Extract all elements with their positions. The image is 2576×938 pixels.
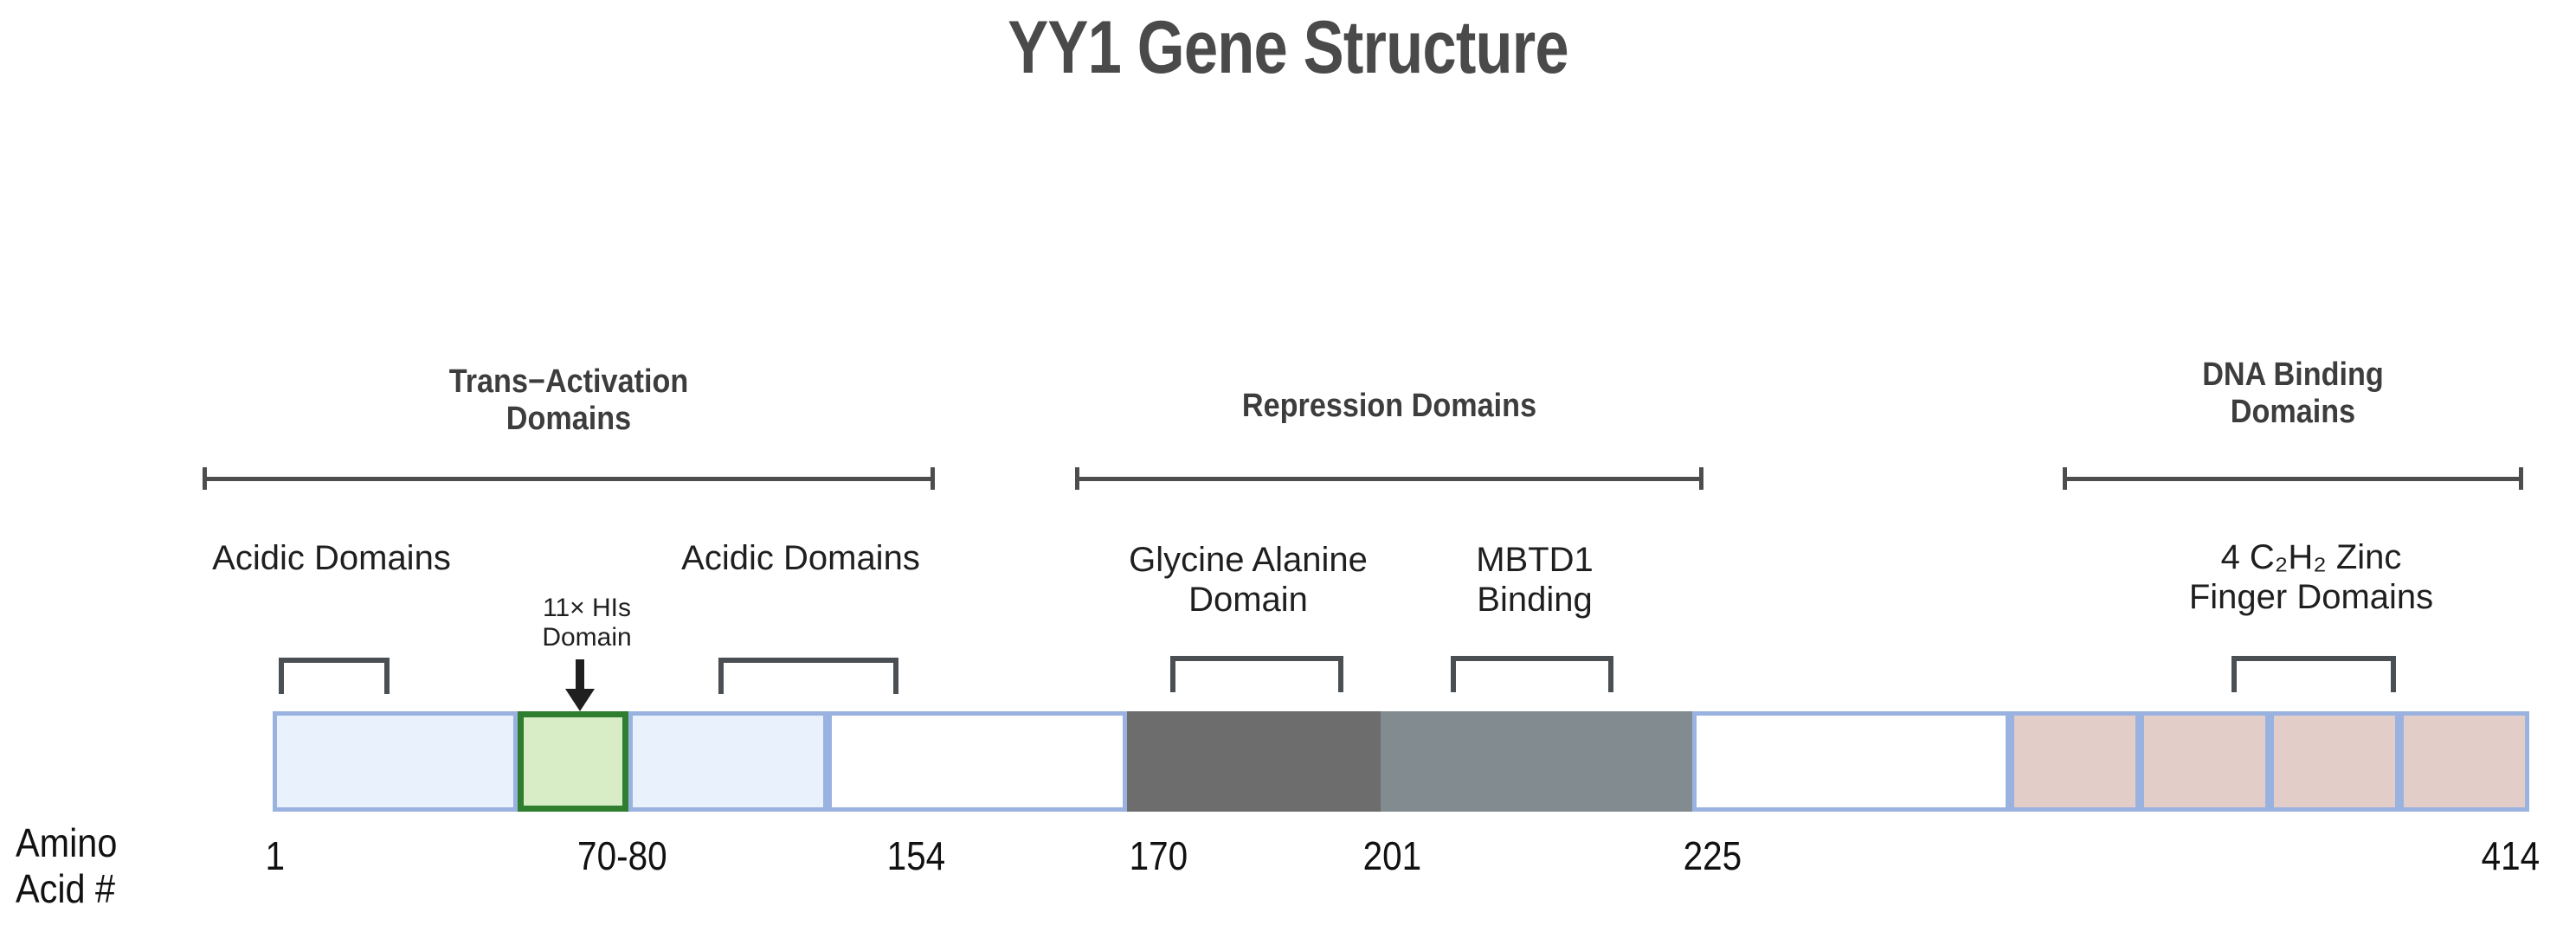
sub-bracket-glycine-alanine-domain: [1170, 656, 1343, 692]
bracket-tick-right: [2519, 467, 2523, 490]
sub-bracket-zinc-finger-domains: [2231, 656, 2396, 692]
domain-segment-zinc-finger-4: [2399, 711, 2529, 812]
protein-domain-bar: [273, 711, 2529, 812]
sub-label-zinc-finger-domains: 4 C₂H₂ Zinc Finger Domains: [2188, 538, 2434, 616]
domain-segment-acidic-region-n-terminal: [273, 711, 518, 812]
page-title: YY1 Gene Structure: [1008, 6, 1568, 89]
arrow-head: [565, 689, 595, 711]
bracket-tick-right: [1699, 467, 1703, 490]
span-bracket-repression: [1075, 467, 1703, 490]
amino-acid-number-414: 414: [2481, 833, 2541, 878]
sub-label-his-domain: 11× HIs Domain: [542, 594, 632, 652]
amino-acid-number-201: 201: [1362, 833, 1422, 878]
span-bracket-dna-binding: [2063, 467, 2523, 490]
group-label-trans-activation: Trans−Activation Domains: [448, 363, 689, 437]
amino-acid-number-1: 1: [265, 833, 286, 878]
domain-segment-zinc-finger-2: [2140, 711, 2270, 812]
bracket-bar: [1075, 477, 1703, 481]
bracket-tick-left: [203, 467, 207, 490]
sub-bracket-acidic-domains-1: [279, 658, 390, 694]
domain-segment-his-domain-box: [518, 711, 628, 812]
amino-acid-number-70-80: 70-80: [577, 833, 667, 878]
domain-segment-spacer-225-zf: [1692, 711, 2010, 812]
group-label-repression: Repression Domains: [1241, 388, 1537, 424]
sub-label-glycine-alanine-domain: Glycine Alanine Domain: [1129, 541, 1368, 619]
bracket-tick-right: [931, 467, 935, 490]
his-domain-arrow-icon: [563, 659, 597, 713]
domain-segment-zinc-finger-1: [2010, 711, 2140, 812]
sub-bracket-mbtd1-binding: [1451, 656, 1613, 692]
amino-acid-number-170: 170: [1129, 833, 1188, 878]
bracket-tick-left: [1075, 467, 1079, 490]
bracket-tick-left: [2063, 467, 2067, 490]
amino-acid-caption: Amino Acid #: [16, 820, 118, 912]
sub-label-mbtd1-binding: MBTD1 Binding: [1476, 541, 1594, 619]
sub-label-acidic-domains-2: Acidic Domains: [681, 539, 920, 577]
arrow-shaft: [576, 659, 584, 692]
domain-segment-spacer-154-170: [828, 711, 1127, 812]
sub-bracket-acidic-domains-2: [718, 658, 898, 694]
domain-segment-mbtd1-binding-box: [1381, 711, 1692, 812]
amino-acid-number-154: 154: [886, 833, 946, 878]
bracket-bar: [2063, 477, 2523, 481]
span-bracket-trans-activation: [203, 467, 935, 490]
amino-acid-number-225: 225: [1683, 833, 1742, 878]
domain-segment-zinc-finger-3: [2270, 711, 2399, 812]
domain-segment-acidic-region-2: [628, 711, 828, 812]
sub-label-acidic-domains-1: Acidic Domains: [212, 539, 451, 577]
domain-segment-glycine-alanine-box: [1127, 711, 1381, 812]
group-label-dna-binding: DNA Binding Domains: [2202, 357, 2384, 430]
bracket-bar: [203, 477, 935, 481]
